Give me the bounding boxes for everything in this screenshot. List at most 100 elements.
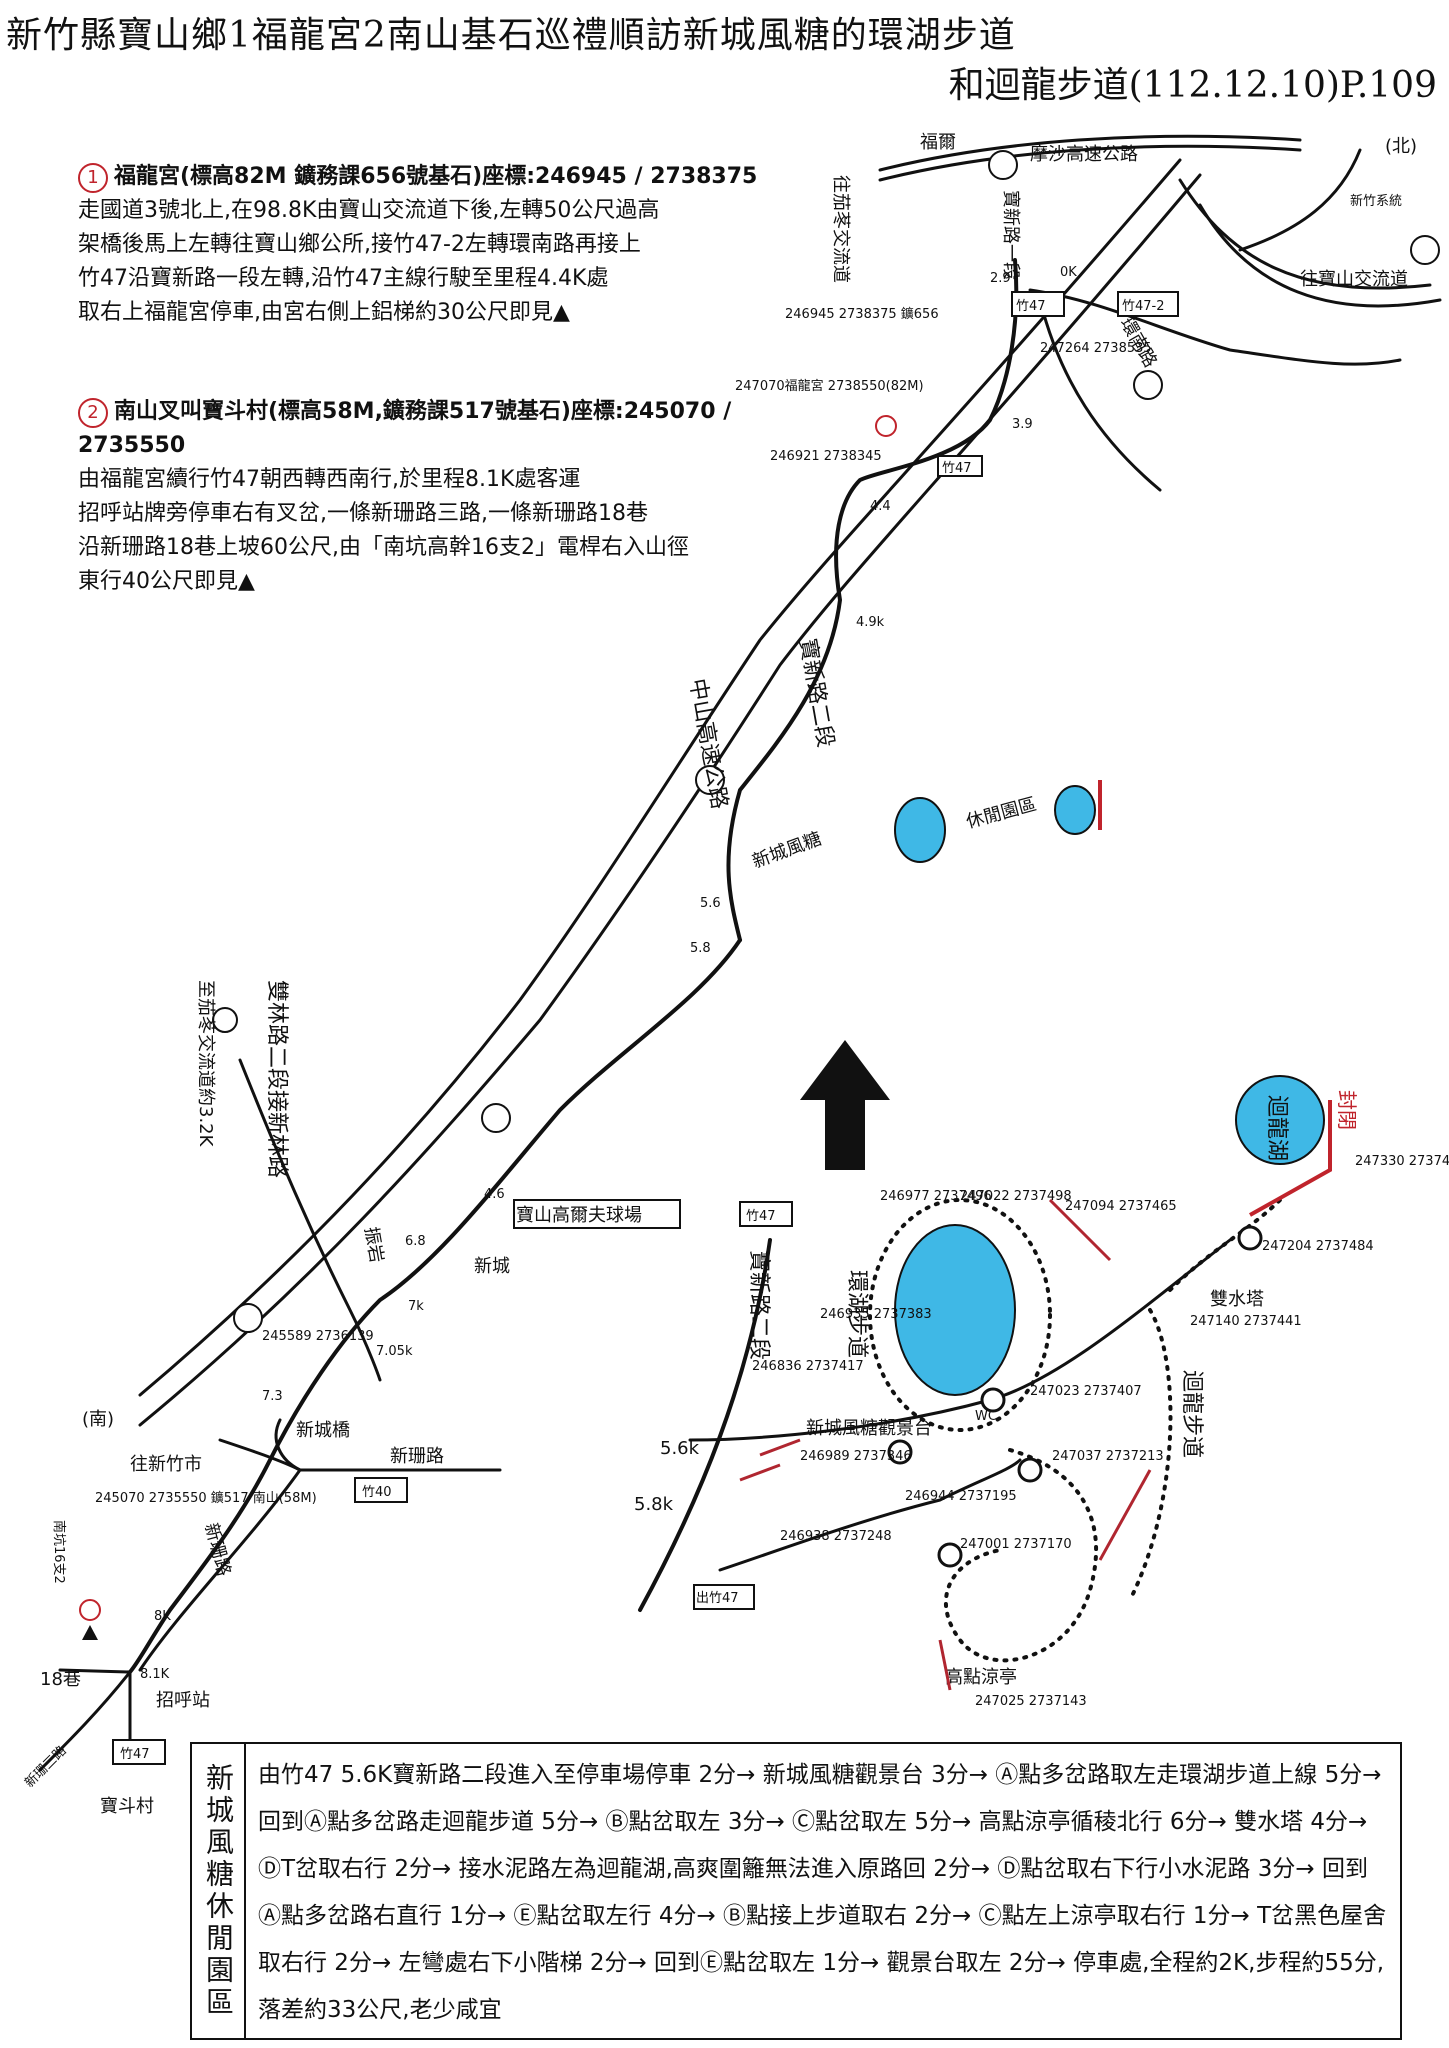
detail-road-47 xyxy=(638,1238,772,1612)
xinshan3-road xyxy=(38,1670,132,1772)
coord-label: 247330 2737499 xyxy=(1355,1154,1449,1169)
freeway-shield-icon xyxy=(212,1007,238,1033)
label-closed: 封閉 xyxy=(1335,1090,1359,1130)
label-road47: 竹47 xyxy=(1016,299,1046,314)
coord-label: 247140 2737441 xyxy=(1190,1314,1302,1329)
xinshan-vertical xyxy=(138,1468,302,1672)
coord-label: 247025 2737143 xyxy=(975,1694,1087,1709)
route-description-box: 新城風糖休閒園區 由竹47 5.6K寶新路二段進入至停車場停車 2分→ 新城風糖… xyxy=(190,1742,1402,2040)
coord-label: 246944 2737195 xyxy=(905,1489,1017,1504)
freeway-shield-icon xyxy=(481,1103,511,1133)
coord-label: 247204 2737484 xyxy=(1262,1239,1374,1254)
label-coord-fulong-top: 247070福龍宮 2738550(82M) xyxy=(735,378,924,394)
road-47-sign xyxy=(739,1201,793,1227)
route-text: 由竹47 5.6K寶新路二段進入至停車場停車 2分→ 新城風糖觀景台 3分→ Ⓐ… xyxy=(258,1762,1387,2023)
mosha-freeway-b xyxy=(878,144,1302,182)
note-line: 架橋後馬上左轉往寶山鄉公所,接竹47-2左轉環南路再接上 xyxy=(78,232,641,257)
road-47-main xyxy=(726,258,1019,942)
road-40-sign xyxy=(354,1477,408,1503)
direction-arrow-icon xyxy=(938,1639,952,1691)
label-k-7: 7k xyxy=(408,1299,424,1314)
coord-label: 247023 2737407 xyxy=(1030,1384,1142,1399)
road-47-sign xyxy=(1011,291,1065,317)
label-xinshan-rd: 新珊路 xyxy=(390,1446,444,1467)
label-k-2-9: 2.9 xyxy=(990,271,1011,286)
note-number: 1 xyxy=(78,163,108,193)
note-line: 取右上福龍宮停車,由宮右側上鋁梯約30公尺即見▲ xyxy=(78,300,570,325)
node-d-icon xyxy=(1237,1225,1263,1251)
coord-label: 246935 2737383 xyxy=(820,1307,932,1322)
label-detail-k58: 5.8k xyxy=(634,1494,674,1515)
ring-trail-loop xyxy=(868,1198,1052,1432)
coord-label: 246989 2737346 xyxy=(800,1449,912,1464)
huilong-lake xyxy=(1235,1075,1325,1165)
label-road47-small: 竹47 xyxy=(942,461,972,476)
coord-label: 246977 2737496 xyxy=(880,1189,992,1204)
interchange-loop-2 xyxy=(1198,203,1442,308)
label-k-0: 0K xyxy=(1060,265,1077,280)
label-coord-245589: 245589 2736139 xyxy=(262,1329,374,1344)
coord-label: 247037 2737213 xyxy=(1052,1449,1164,1464)
huannan-loop xyxy=(1038,298,1162,492)
label-baoxin-1: 寶新路一段 xyxy=(1000,190,1021,280)
label-nanshan-info: 245070 2735550 鑛517 南山(58M) xyxy=(95,1490,317,1506)
label-road47-bottom: 竹47 xyxy=(120,1747,150,1762)
node-e-icon xyxy=(887,1439,913,1465)
label-k-8: 8K xyxy=(154,1609,171,1624)
note-line: 沿新珊路18巷上坡60公尺,由「南坑高幹16支2」電桿右入山徑 xyxy=(78,535,689,560)
note-line: 東行40公尺即見▲ xyxy=(78,569,255,594)
label-xinzhu: 新竹系統 xyxy=(1350,193,1402,209)
label-baoshan-ic: 往寶山交流道 xyxy=(1300,269,1408,290)
closure-mark xyxy=(1249,1100,1332,1217)
freeway-shield-icon xyxy=(988,150,1018,180)
label-rest-area: 休閒園區 xyxy=(964,794,1039,833)
label-k-3-9: 3.9 xyxy=(1012,417,1033,432)
node-a-icon xyxy=(980,1387,1006,1413)
label-huilong-trail: 迴龍步道 xyxy=(1179,1370,1204,1458)
label-coord-fulong: 246945 2738375 鑛656 xyxy=(785,306,939,322)
to-hsinchu-road xyxy=(218,1438,302,1472)
label-ring-trail: 環湖步道 xyxy=(844,1270,869,1358)
direction-arrow-icon xyxy=(1048,1198,1112,1262)
out47-sign xyxy=(693,1584,755,1610)
label-detail-baoxin2: 寶新路二段 xyxy=(746,1250,771,1360)
note-line: 走國道3號北上,在98.8K由寶山交流道下後,左轉50公尺過高 xyxy=(78,198,660,223)
freeway-shield-icon xyxy=(233,1303,263,1333)
tower-trail xyxy=(1168,1198,1282,1292)
label-shuanglin: 雙林路二段接新林路 xyxy=(264,980,289,1178)
label-xincheng: 新城 xyxy=(474,1256,510,1277)
note-line: 由福龍宮續行竹47朝西轉西南行,於里程8.1K處客運 xyxy=(78,467,581,492)
label-north: (北) xyxy=(1385,136,1417,157)
label-out47: 出竹47 xyxy=(696,1591,739,1606)
label-detail-k56: 5.6k xyxy=(660,1438,700,1459)
label-fulan: 福爾 xyxy=(920,132,956,153)
label-gaoli: 高點涼亭 xyxy=(945,1667,1017,1688)
road-47-south xyxy=(128,938,742,1674)
note-number: 2 xyxy=(78,398,108,428)
freeway-shield-icon xyxy=(1410,235,1440,265)
huilong-trail-east xyxy=(1128,1308,1173,1602)
label-bus-stop: 招呼站 xyxy=(156,1690,210,1711)
page-title: 新竹縣寶山鄉1福龍宮2南山基石巡禮順訪新城風糖的環湖步道 xyxy=(6,15,1016,56)
label-to-hsinchu: 往新竹市 xyxy=(130,1454,202,1475)
road-47-sign xyxy=(937,455,983,477)
detail-trail-south xyxy=(718,1458,1022,1572)
direction-arrow-icon xyxy=(739,1463,781,1482)
road-47-2 xyxy=(1028,288,1402,366)
note-head: 福龍宮(標高82M 鑛務課656號基石)座標:246945 / 2738375 xyxy=(114,164,758,189)
label-coord-264: 247264 2738535 xyxy=(1040,341,1152,356)
label-zhenyan: 振岩 xyxy=(360,1225,387,1264)
lane-18 xyxy=(58,1668,132,1674)
coord-label: 246938 2737248 xyxy=(780,1529,892,1544)
note-line: 竹47沿寶新路一段左轉,沿竹47主線行駛至里程4.4K處 xyxy=(78,266,609,291)
marker-nanshan-icon xyxy=(79,1599,101,1621)
page-subtitle: 和迴龍步道(112.12.10)P.109 xyxy=(948,65,1437,106)
label-observatory: 新城風糖觀景台 xyxy=(806,1418,932,1439)
label-k-5-6: 5.6 xyxy=(700,896,721,911)
label-k-7-05: 7.05k xyxy=(376,1344,413,1359)
road-47-sign xyxy=(112,1739,166,1765)
label-to-qiedong: 至茄苳交流道約3.2K xyxy=(195,980,216,1148)
up-arrow-icon xyxy=(800,1040,890,1170)
